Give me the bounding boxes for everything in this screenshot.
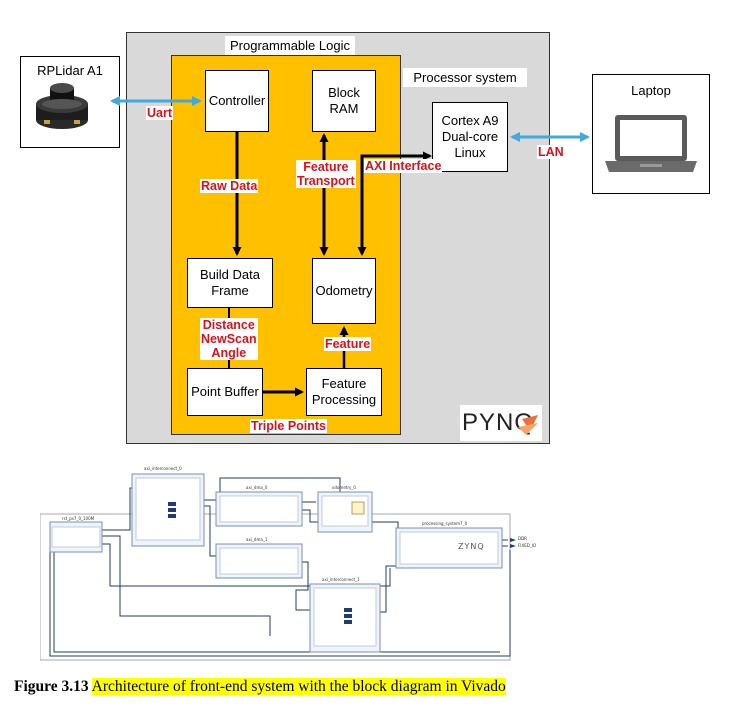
odometry-0-block	[317, 491, 373, 533]
laptop-box: Laptop	[592, 74, 710, 194]
pynq-logo: PYNQ	[460, 405, 542, 441]
vivado-block-label-processing-system: processing_system7_0	[422, 521, 468, 526]
cortex-box: Cortex A9 Dual-core Linux	[432, 102, 508, 172]
cortex-label-line2: Dual-core	[441, 129, 499, 144]
vivado-block-label-rst: rst_ps7_0_100M	[62, 516, 95, 521]
block-ram-label-line2: RAM	[329, 101, 359, 116]
build-data-frame-line1: Build Data	[200, 267, 260, 282]
axi-interconnect-1-block	[309, 583, 381, 653]
block-ram-label-line1: Block	[328, 85, 360, 100]
vivado-block-label-axi-interconnect-1: axi_interconnect_1	[322, 577, 360, 582]
feature-processing-line1: Feature	[321, 376, 367, 391]
feature-transport-label: Feature Transport	[296, 160, 356, 188]
raw-data-label: Raw Data	[200, 179, 259, 193]
point-buffer-box: Point Buffer	[187, 368, 263, 416]
block-ram-box: Block RAM	[312, 70, 376, 132]
feature-processing-line2: Processing	[311, 392, 377, 407]
build-data-frame-line2: Frame	[211, 283, 249, 298]
triple-points-label: Triple Points	[250, 419, 328, 433]
figure-caption-text: Architecture of front-end system with th…	[91, 678, 506, 695]
distance-newscan-angle-label: Distance NewScan Angle	[200, 318, 258, 360]
vivado-block-label-axi-dma-1: axi_dma_1	[246, 537, 268, 542]
vivado-block-label-axi-interconnect-0: axi_interconnect_0	[144, 466, 182, 471]
odometry-label: Odometry	[315, 283, 373, 298]
axi-dma-1-block	[215, 543, 303, 579]
odometry-box: Odometry	[312, 258, 376, 324]
point-buffer-label: Point Buffer	[191, 384, 259, 399]
cortex-label-line3: Linux	[454, 145, 486, 160]
lan-label: LAN	[537, 145, 565, 159]
processing-system-block	[395, 527, 503, 569]
uart-label: Uart	[146, 106, 174, 120]
axi-interconnect-0-block	[131, 473, 205, 547]
rplidar-label: RPLidar A1	[37, 63, 103, 78]
laptop-label: Laptop	[631, 83, 671, 98]
vivado-block-label-odometry-0: odometry_0	[332, 485, 356, 490]
rst-block	[49, 521, 103, 553]
architecture-diagram: Processor system Programmable Logic RPLi…	[20, 32, 710, 444]
controller-label: Controller	[208, 93, 266, 108]
vivado-wires	[40, 473, 516, 661]
programmable-logic-label: Programmable Logic	[225, 36, 355, 55]
axi-dma-0-block	[215, 491, 303, 527]
feature-label: Feature	[324, 337, 372, 351]
processor-system-label: Processor system	[403, 68, 527, 87]
feature-processing-box: Feature Processing	[306, 368, 382, 416]
rplidar-box: RPLidar A1	[20, 56, 120, 148]
vivado-port-fixed-io: FIXED_IO	[518, 543, 537, 548]
vivado-port-ddr: DDR	[518, 536, 527, 541]
vivado-block-diagram: axi_interconnect_0 axi_dma_0 odometry_0 …	[40, 466, 536, 662]
cortex-label-line1: Cortex A9	[441, 113, 499, 128]
zynq-logo: ZYNQ	[458, 542, 485, 551]
vivado-block-label-axi-dma-0: axi_dma_0	[246, 485, 268, 490]
axi-interface-label: AXI Interface	[364, 159, 443, 173]
figure-number: Figure 3.13	[14, 678, 89, 695]
build-data-frame-box: Build Data Frame	[187, 258, 273, 308]
figure-caption: Figure 3.13 Architecture of front-end sy…	[14, 678, 506, 696]
controller-box: Controller	[205, 70, 269, 132]
